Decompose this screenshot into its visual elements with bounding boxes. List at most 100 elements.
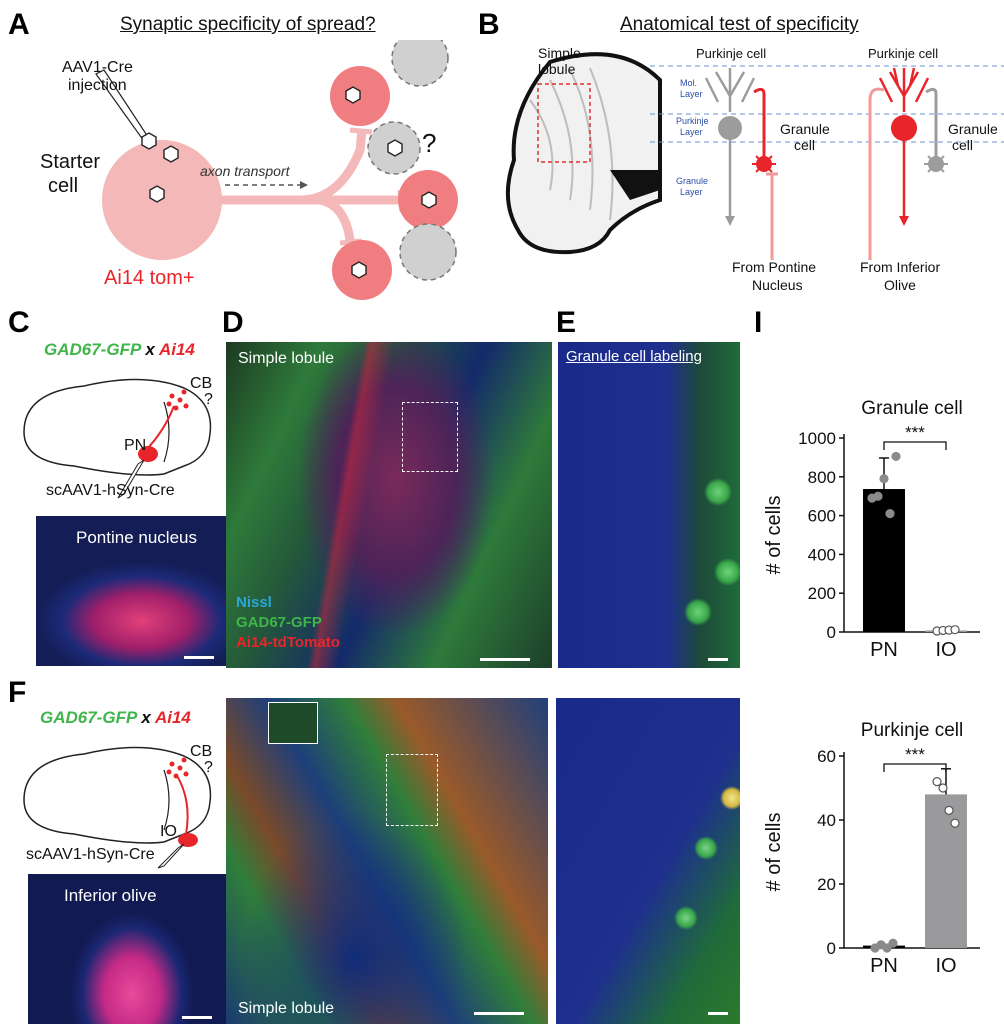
roi-box [402, 402, 458, 472]
purkinje-left-label: Purkinje cell [696, 46, 766, 61]
x-tick-label: PN [870, 639, 898, 661]
panel-a-schematic: axon transport ? AAV1-Cre injection Star… [40, 40, 458, 300]
scale-bar [708, 1012, 728, 1015]
brain-schematic-f: CB ? IO [23, 743, 213, 869]
virus-label-c: scAAV1-hSyn-Cre [46, 482, 175, 499]
granule-left-label-2: cell [794, 137, 815, 153]
cross-label-f: GAD67-GFP x Ai14 [40, 708, 191, 728]
data-point [882, 943, 892, 953]
starter-cell [102, 140, 222, 260]
panel-b-title: Anatomical test of specificity [620, 14, 859, 35]
question-mark: ? [422, 128, 436, 158]
cross-label-c: GAD67-GFP x Ai14 [44, 340, 195, 360]
bar [863, 489, 905, 632]
micrograph-granule-e: Granule cell labeling [558, 342, 740, 668]
x-tick-label: PN [870, 955, 898, 977]
micrograph-label: Simple lobule [238, 350, 335, 367]
from-io-label-2: Olive [884, 277, 916, 293]
simple-lobule-label-2: lobule [538, 61, 576, 77]
panel-b-schematic: Simple lobule Mol. Layer Purkinje Layer … [505, 45, 1004, 293]
data-point [888, 938, 898, 948]
scale-bar [182, 1016, 212, 1019]
virus-icon [149, 185, 165, 203]
micrograph-label: Simple lobule [238, 1000, 335, 1017]
micrograph-simple-lobule-d: Simple lobule Nissl GAD67-GFP Ai14-tdTom… [226, 342, 552, 668]
inset-box [268, 702, 318, 744]
simple-lobule-label: Simple [538, 45, 581, 61]
data-point [879, 474, 889, 484]
chart-granule-cell: Granule cell# of cells02004006008001000P… [763, 398, 980, 661]
roi-box [386, 754, 438, 826]
scale-bar [474, 1012, 524, 1015]
layer-mol: Mol. [680, 78, 697, 88]
significance-label: *** [905, 423, 925, 442]
cross-x: x [136, 708, 155, 727]
micrograph-inferior-olive: Inferior olive [28, 874, 236, 1024]
virus-label-f: scAAV1-hSyn-Cre [26, 846, 155, 863]
purkinje-right-label: Purkinje cell [868, 46, 938, 61]
y-tick-label: 60 [817, 747, 836, 766]
micrograph-purkinje-h [556, 698, 740, 1024]
target-cell-unlabeled [391, 40, 449, 87]
panel-label-b: B [478, 8, 500, 41]
significance-label: *** [905, 745, 925, 764]
y-tick-label: 600 [808, 507, 836, 526]
data-point [938, 783, 948, 793]
y-tick-label: 400 [808, 545, 836, 564]
legend-nissl: Nissl [236, 594, 272, 611]
virus-icon [345, 86, 361, 104]
panel-label-d: D [222, 306, 244, 339]
x-tick-label: IO [935, 955, 956, 977]
micrograph-label: Pontine nucleus [76, 528, 197, 547]
from-pn-label: From Pontine [732, 259, 816, 275]
purkinje-cell-gray [704, 68, 756, 218]
cross-ai14: Ai14 [154, 708, 191, 727]
y-tick-label: 0 [827, 939, 836, 958]
cross-ai14: Ai14 [158, 340, 195, 359]
significance-bracket [883, 763, 947, 772]
virus-icon [163, 145, 179, 163]
data-point [950, 818, 960, 828]
chart-title: Granule cell [861, 398, 962, 419]
granule-left-label: Granule [780, 121, 830, 137]
granule-right-label: Granule [948, 121, 998, 137]
granule-right-label-2: cell [952, 137, 973, 153]
site-label-f: IO [160, 823, 177, 840]
layer-mol-2: Layer [680, 89, 703, 99]
micrograph-label: Inferior olive [64, 886, 157, 905]
y-axis-label: # of cells [763, 813, 785, 892]
virus-icon [141, 132, 157, 150]
scale-bar [184, 656, 214, 659]
from-pn-label-2: Nucleus [752, 277, 803, 293]
micrograph-simple-lobule-g: Simple lobule [226, 698, 548, 1024]
site-label-c: PN [124, 437, 146, 454]
data-point [891, 451, 901, 462]
y-tick-label: 200 [808, 584, 836, 603]
virus-icon [387, 139, 403, 157]
layer-granule-2: Layer [680, 187, 703, 197]
significance-bracket [883, 441, 947, 450]
micrograph-pontine: Pontine nucleus [36, 516, 228, 666]
layer-granule: Granule [676, 176, 708, 186]
micrograph-label: Granule cell labeling [566, 348, 702, 365]
panel-label-e: E [556, 306, 577, 339]
scale-bar [708, 658, 728, 661]
from-io-label: From Inferior [860, 259, 940, 275]
panel-label-a: A [8, 8, 30, 41]
virus-icon [351, 261, 367, 279]
virus-icon [421, 191, 437, 209]
cerebellum-outline [505, 52, 662, 255]
injection-label: AAV1-Cre [62, 59, 133, 76]
scale-bar [480, 658, 530, 661]
y-tick-label: 1000 [798, 429, 836, 448]
panel-label-i: I [754, 306, 763, 339]
purkinje-cell-red [878, 67, 930, 218]
simple-lobule-box [537, 83, 591, 163]
injection-label-2: injection [68, 77, 127, 94]
bar [925, 794, 967, 948]
cb-label-c: CB [190, 375, 212, 392]
data-point [885, 509, 895, 519]
starter-label-2: cell [48, 175, 78, 197]
axon-transport-label: axon transport [200, 163, 291, 179]
data-point [950, 625, 960, 635]
